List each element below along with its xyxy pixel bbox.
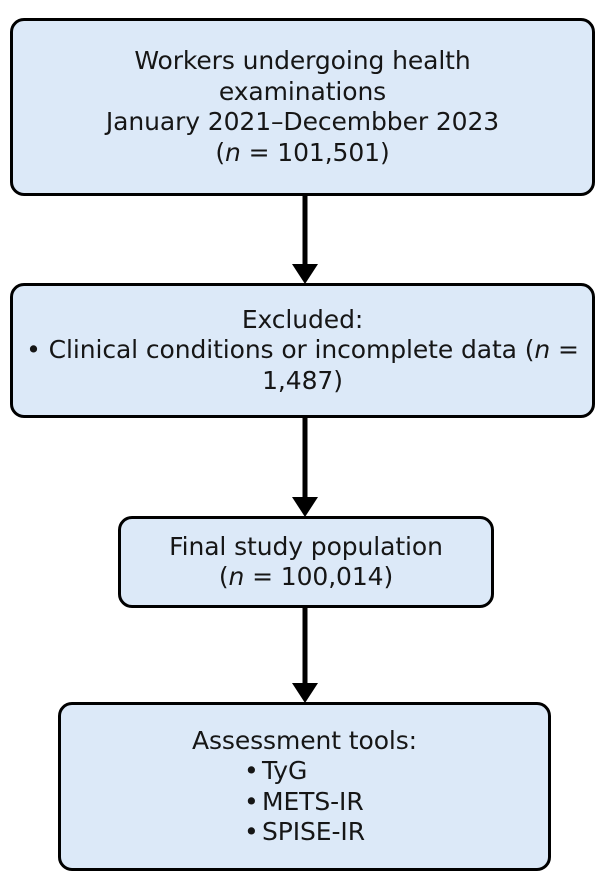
assessment-tools-heading: Assessment tools: — [192, 725, 417, 755]
final-population-label: Final study population — [169, 531, 443, 561]
flow-node-assessment-tools: Assessment tools: •TyG •METS-IR •SPISE-I… — [58, 702, 551, 871]
final-population-sample-size: (n = 100,014) — [219, 562, 393, 593]
enrollment-line-2: examinations — [218, 76, 387, 106]
arrow-final-population-to-assessment-tools — [292, 608, 318, 703]
paren-close: ) — [379, 137, 390, 167]
arrow-excluded-to-final-population — [292, 418, 318, 517]
paren-close: ) — [333, 365, 343, 395]
flow-node-excluded: Excluded: • Clinical conditions or incom… — [10, 283, 595, 418]
paren-open: ( — [218, 562, 229, 591]
assessment-tool-label: METS-IR — [262, 786, 364, 816]
enrollment-count: 101,501 — [277, 137, 380, 167]
flow-node-final-population: Final study population (n = 100,014) — [118, 516, 494, 608]
flow-node-enrollment: Workers undergoing health examinations J… — [10, 18, 595, 196]
n-symbol: n — [225, 137, 241, 167]
paren-close: ) — [383, 562, 394, 591]
bullet-glyph: • — [244, 756, 259, 785]
excluded-heading: Excluded: — [241, 304, 364, 334]
n-symbol: n — [534, 335, 551, 365]
excluded-reason-item: • Clinical conditions or incomplete data… — [23, 335, 583, 396]
equals-sign: = — [240, 137, 278, 167]
enrollment-line-1: Workers undergoing health — [134, 46, 471, 75]
bullet-glyph: • — [26, 335, 41, 365]
assessment-tool-label: TyG — [262, 756, 308, 785]
assessment-tools-list: •TyG •METS-IR •SPISE-IR — [244, 756, 365, 848]
assessment-tool-item-mets-ir: •METS-IR — [244, 787, 365, 818]
arrow-head-icon — [292, 264, 318, 284]
enrollment-date-range: January 2021–Decembber 2023 — [105, 107, 500, 136]
arrow-head-icon — [292, 497, 318, 517]
n-symbol: n — [228, 562, 245, 591]
arrow-shaft — [302, 418, 308, 497]
arrow-shaft — [302, 196, 308, 264]
arrow-head-icon — [292, 683, 318, 703]
excluded-count: 1,487 — [262, 365, 334, 395]
equals-sign: = — [550, 335, 579, 365]
final-population-count: 100,014 — [280, 562, 384, 591]
bullet-glyph: • — [244, 817, 259, 846]
arrow-shaft — [302, 608, 308, 683]
equals-sign: = — [244, 562, 281, 591]
assessment-tool-label: SPISE-IR — [262, 817, 365, 846]
assessment-tool-item-spise-ir: •SPISE-IR — [244, 817, 365, 848]
arrow-enrollment-to-excluded — [292, 196, 318, 284]
assessment-tool-item-tyg: •TyG — [244, 756, 365, 787]
paren-open: ( — [215, 137, 225, 167]
excluded-reason-text: Clinical conditions or incomplete data ( — [40, 335, 535, 365]
enrollment-sample-size: (n = 101,501) — [215, 138, 389, 169]
bullet-glyph: • — [244, 786, 259, 816]
